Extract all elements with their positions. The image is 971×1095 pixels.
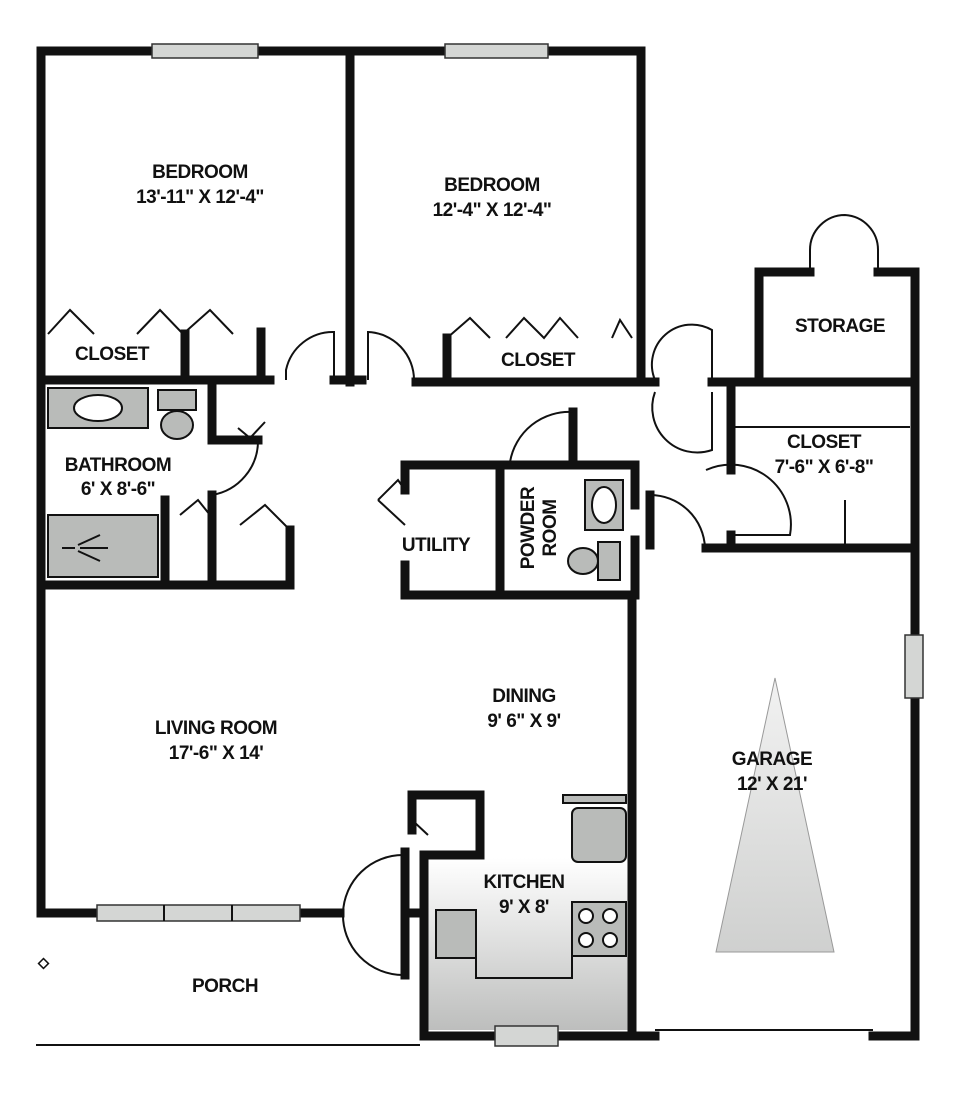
dining-size: 9' 6" X 9' — [487, 711, 560, 732]
garage-name: GARAGE — [732, 749, 812, 770]
powder-room-line1: POWDER — [518, 486, 539, 569]
bedroom2-size: 12'-4" X 12'-4" — [433, 200, 552, 221]
dining-name: DINING — [492, 686, 556, 707]
storage-door — [809, 213, 880, 272]
toilet-tank — [157, 389, 197, 411]
window-living-room — [96, 904, 301, 922]
bedroom2-name: BEDROOM — [444, 175, 540, 196]
kitchen-size: 9' X 8' — [499, 897, 549, 918]
windows — [96, 43, 924, 1047]
refrigerator — [571, 807, 627, 863]
stove — [571, 901, 627, 957]
bathroom-name: BATHROOM — [65, 455, 171, 476]
kitchen-fixtures — [435, 794, 627, 979]
bedroom1-size: 13'-11" X 12'-4" — [136, 187, 264, 208]
living-room-size: 17'-6" X 14' — [169, 743, 263, 764]
closet2-name: CLOSET — [501, 350, 576, 371]
kitchen-sink — [435, 909, 477, 959]
garage-car-shape — [715, 677, 835, 953]
powder-room-line2: ROOM — [540, 499, 561, 556]
toilet-bowl — [160, 410, 194, 440]
closet3-size: 7'-6" X 6'-8" — [775, 457, 874, 478]
porch-name: PORCH — [192, 976, 258, 997]
storage-name: STORAGE — [795, 316, 885, 337]
garage-size: 12' X 21' — [737, 774, 807, 795]
living-room-name: LIVING ROOM — [155, 718, 277, 739]
bathroom-size: 6' X 8'-6" — [81, 479, 155, 500]
window-bedroom2 — [444, 43, 549, 59]
closet1-name: CLOSET — [75, 344, 150, 365]
closet3-name: CLOSET — [787, 432, 862, 453]
bathroom-fixtures — [47, 387, 197, 578]
porch-marker — [37, 957, 50, 970]
bedroom1-name: BEDROOM — [152, 162, 248, 183]
utility-name: UTILITY — [402, 535, 471, 556]
range-hood — [562, 794, 627, 804]
window-kitchen — [494, 1025, 559, 1047]
shower — [47, 514, 159, 578]
powder-room-fixtures — [567, 479, 624, 581]
closet-doors — [47, 308, 633, 836]
powder-room-toilet-tank — [597, 541, 621, 581]
kitchen-name: KITCHEN — [484, 872, 565, 893]
room-labels: BEDROOM 13'-11" X 12'-4" BEDROOM 12'-4" … — [65, 162, 886, 997]
window-garage — [904, 634, 924, 699]
doors — [211, 323, 910, 1031]
walls — [36, 46, 920, 1041]
window-bedroom1 — [151, 43, 259, 59]
powder-room-toilet-bowl — [567, 547, 599, 575]
